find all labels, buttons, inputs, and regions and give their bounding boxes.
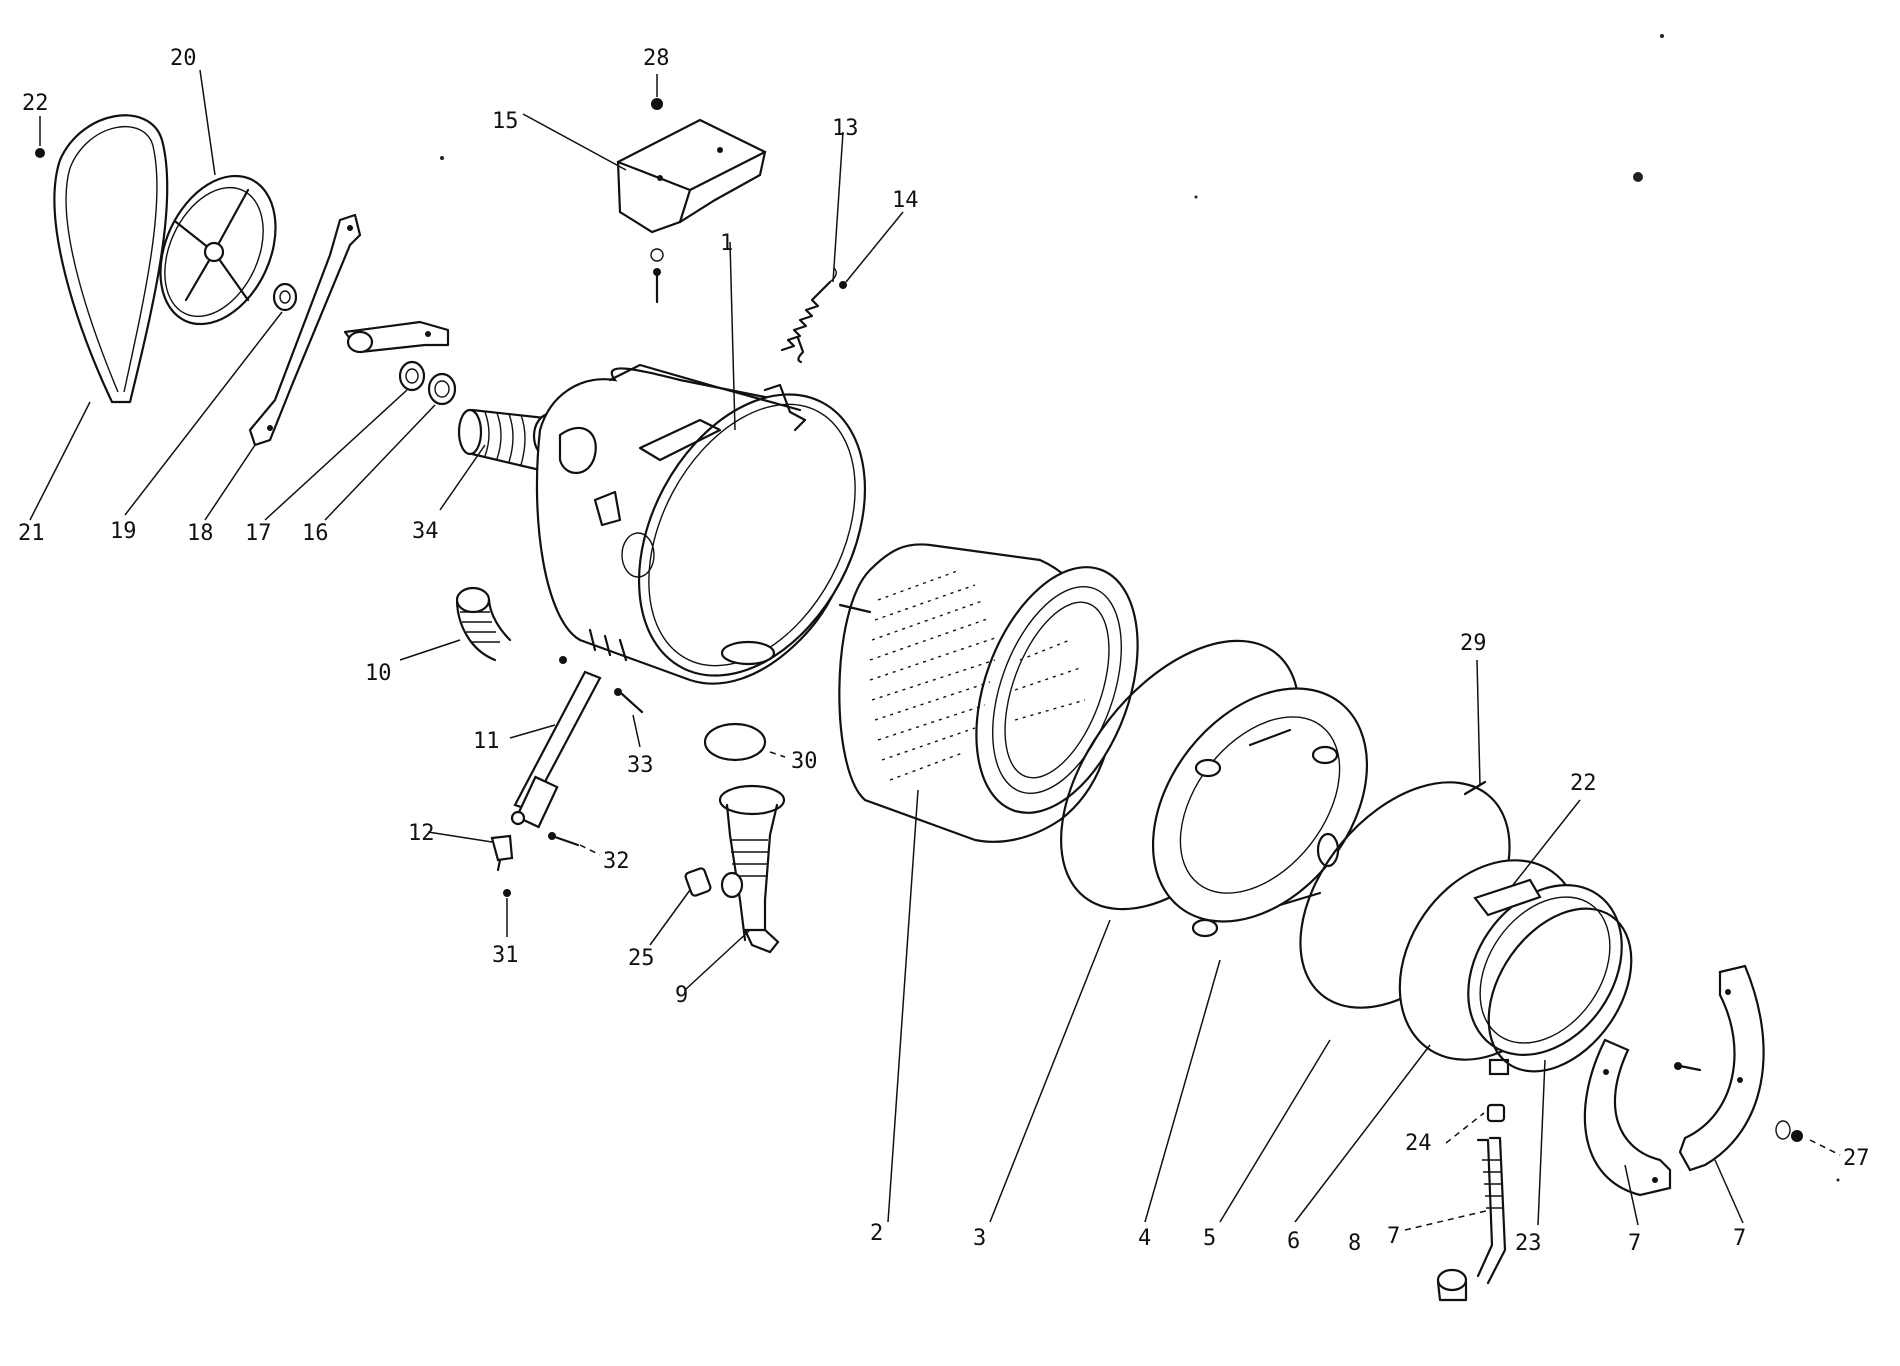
front-weight-lower [1583, 1038, 1672, 1197]
clip-12 [490, 834, 514, 872]
front-weight-upper [1678, 964, 1765, 1172]
label-part-6: 6 [1287, 1229, 1300, 1254]
screw-32 [548, 832, 580, 847]
label-part-7-hose: 7 [1387, 1224, 1400, 1249]
cap-24 [1486, 1103, 1506, 1123]
door-drain-hose [1436, 1136, 1507, 1302]
seal-ring [272, 282, 298, 312]
label-part-25: 25 [628, 946, 655, 971]
label-part-27: 27 [1843, 1146, 1870, 1171]
label-part-30: 30 [791, 749, 818, 774]
elbow-hose [455, 586, 512, 662]
label-part-12: 12 [408, 821, 435, 846]
weight-bolt-7 [1674, 1062, 1702, 1072]
label-part-28: 28 [643, 46, 670, 71]
spring-screw [839, 281, 847, 289]
label-part-5: 5 [1203, 1226, 1216, 1251]
label-part-31: 31 [492, 943, 519, 968]
weight-bolt [650, 248, 664, 304]
drain-pipe [718, 784, 786, 954]
counterweight [616, 118, 767, 234]
shock-absorber [510, 656, 602, 829]
label-part-19: 19 [110, 519, 137, 544]
label-part-1: 1 [720, 231, 733, 256]
label-part-7-upper: 7 [1733, 1226, 1746, 1251]
label-part-24: 24 [1405, 1131, 1432, 1156]
inner-drum [838, 543, 1139, 843]
drain-cover-disc [703, 722, 767, 762]
label-part-32: 32 [603, 849, 630, 874]
label-part-13: 13 [832, 116, 859, 141]
drive-belt [53, 114, 169, 404]
label-part-33: 33 [627, 753, 654, 778]
label-part-29: 29 [1460, 631, 1487, 656]
bearing-16 [427, 372, 457, 406]
bolt-33 [614, 688, 644, 714]
label-part-7-lower: 7 [1628, 1231, 1641, 1256]
label-part-15: 15 [492, 109, 519, 134]
front-flange [1151, 687, 1369, 938]
bearing-17 [398, 360, 426, 392]
label-part-2: 2 [870, 1221, 883, 1246]
door-boot [1398, 859, 1623, 1076]
weight-nut [651, 74, 663, 110]
label-part-22-top: 22 [22, 91, 49, 116]
leader-lines [29, 69, 1841, 1231]
suspension-spring [780, 267, 837, 364]
label-part-22-right: 22 [1570, 771, 1597, 796]
spider-bracket [248, 213, 450, 447]
spring-pin [1463, 780, 1487, 796]
label-part-4: 4 [1138, 1226, 1151, 1251]
label-part-14: 14 [892, 188, 919, 213]
label-part-18: 18 [187, 521, 214, 546]
filter-25 [684, 867, 712, 897]
label-part-9: 9 [675, 983, 688, 1008]
outer-tub [535, 363, 867, 685]
label-part-11: 11 [473, 729, 500, 754]
screw-31 [503, 889, 511, 897]
label-part-34: 34 [412, 519, 439, 544]
drive-pulley [159, 174, 277, 326]
label-part-21: 21 [18, 521, 45, 546]
scan-specks [440, 34, 1840, 1182]
label-part-17: 17 [245, 521, 272, 546]
label-part-23: 23 [1515, 1231, 1542, 1256]
label-part-20: 20 [170, 46, 197, 71]
part-labels: 22 20 21 19 18 17 16 34 28 15 13 14 1 10… [18, 46, 1870, 1256]
pulley-screw [35, 116, 45, 158]
label-part-3: 3 [973, 1226, 986, 1251]
glass-ring [1487, 907, 1633, 1073]
label-part-8: 8 [1348, 1231, 1361, 1256]
label-part-16: 16 [302, 521, 329, 546]
label-part-10: 10 [365, 661, 392, 686]
washer-nut-27 [1775, 1120, 1803, 1142]
